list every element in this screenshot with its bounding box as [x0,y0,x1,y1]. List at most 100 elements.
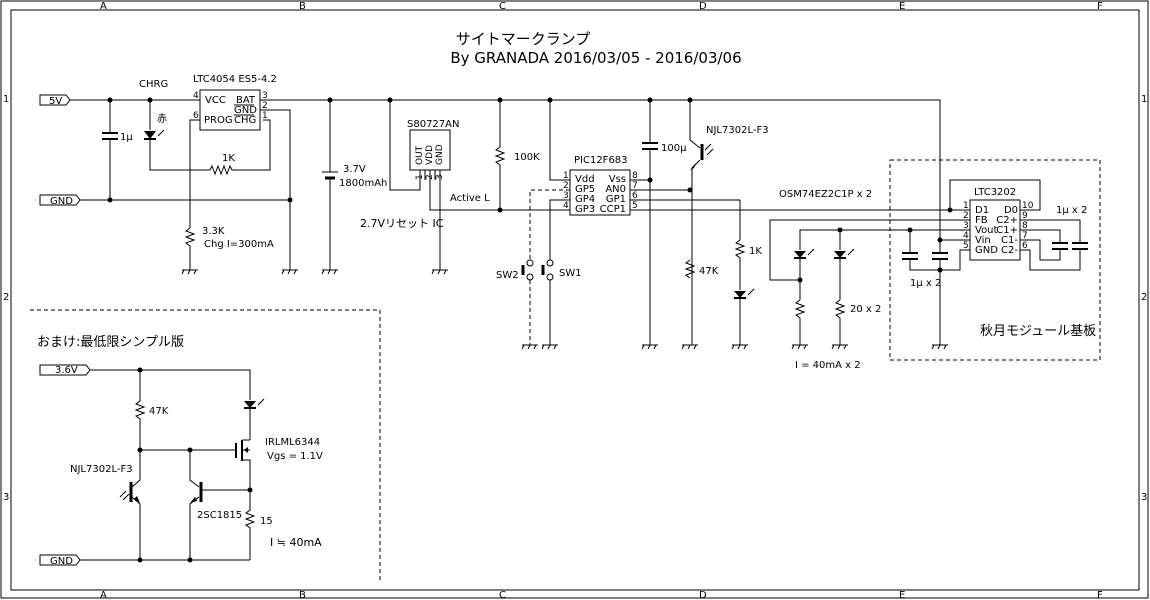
col-label: A [100,590,107,600]
svg-text:GP4: GP4 [575,194,595,205]
wire [260,109,291,270]
wire [90,369,251,400]
svg-text:GND: GND [50,556,73,567]
capacitor-fly2-wire [1020,219,1081,271]
cap-fly-label: 1μ x 2 [1056,205,1087,216]
active-low-label: Active L [450,193,490,204]
svg-text:8: 8 [632,171,638,181]
col-label: F [1097,590,1103,600]
svg-text:VDD: VDD [425,145,435,165]
module-board-outline [889,159,1101,361]
svg-text:LTC3202: LTC3202 [974,187,1016,198]
transistor-2sc1815: 2SC1815 [189,450,250,560]
svg-text:GP5: GP5 [575,184,595,195]
cap-io-label: 1μ x 2 [910,278,941,289]
svg-text:3.3K: 3.3K [202,226,225,237]
svg-text:3: 3 [963,221,969,231]
col-label: B [299,590,306,600]
svg-text:100μ: 100μ [661,143,687,154]
chrg-label: CHRG [139,79,168,90]
led-part-label: OSM74EZ2C1P x 2 [779,189,872,200]
svg-text:BAT: BAT [236,95,256,106]
resistor-led: 1K [190,119,271,176]
svg-text:5: 5 [632,201,638,211]
svg-text:2: 2 [563,181,569,191]
capacitor-fly2 [1072,242,1088,250]
led-output-2 [834,230,855,300]
svg-text:1K: 1K [222,153,235,164]
wire-reset [429,180,565,211]
bonus-current: I ≒ 40mA [270,536,322,549]
resistor-prog: 3.3K Chg I=300mA [184,226,274,270]
svg-text:CCP1: CCP1 [600,204,626,215]
title-line1: サイトマークランプ [456,30,591,48]
svg-text:1: 1 [415,174,425,180]
switch-sw1: SW1 [541,259,582,345]
col-label: D [699,1,707,12]
row-label: 2 [1141,292,1147,303]
svg-text:C1+: C1+ [996,225,1018,236]
svg-text:5V: 5V [49,96,62,107]
mosfet: IRLML6344 Vgs = 1.1V [235,437,323,490]
svg-text:20 x 2: 20 x 2 [850,304,881,315]
capacitor-vout-wire [909,230,970,271]
phototransistor-bonus: NJL7302L-F3 [70,450,141,560]
capacitor-vout [902,252,918,260]
ground-symbols [181,269,948,350]
column-labels: A B C D E F A B C D E F [100,1,1103,600]
ic-ltc4054: LTC4054 ES5-4.2 VCC BAT GND PROG CHG 4 3… [193,74,277,131]
svg-text:2: 2 [425,174,435,180]
led-chrg: 赤 [144,100,190,171]
port-5v: 5V [39,94,71,107]
svg-text:PIC12F683: PIC12F683 [574,155,628,166]
capacitor-vin [932,252,948,260]
svg-text:C2-: C2- [1001,245,1018,256]
resistor-photo: 47K [684,259,719,279]
resistor-sense: 15 [244,490,273,560]
phototransistor: NJL7302L-F3 [689,100,769,345]
svg-text:2: 2 [963,211,969,221]
svg-text:1K: 1K [749,246,762,257]
svg-text:4: 4 [563,201,569,211]
svg-text:PROG: PROG [204,115,233,126]
svg-text:7: 7 [1022,231,1028,241]
col-label: B [299,1,306,12]
svg-text:3: 3 [435,174,445,180]
svg-text:1800mAh: 1800mAh [339,178,387,189]
svg-text:GND: GND [435,144,445,165]
led-output-1 [794,248,815,300]
svg-text:10: 10 [1022,201,1034,211]
wire-vout [799,229,960,250]
svg-text:C1-: C1- [1001,235,1018,246]
svg-text:3: 3 [262,91,268,101]
wire-sw1 [549,199,570,260]
ic-ltc3202: LTC3202 D1 FB Vout Vin GND D0 C2+ C1+ C1… [963,187,1034,261]
svg-text:1μ: 1μ [120,132,133,143]
svg-text:5: 5 [963,241,969,251]
wire-gp1 [630,199,741,240]
svg-text:D0: D0 [1004,205,1018,216]
svg-text:IRLML6344: IRLML6344 [265,437,320,448]
svg-text:GND: GND [975,245,998,256]
svg-text:3.7V: 3.7V [343,164,366,175]
svg-text:D1: D1 [975,205,989,216]
capacitor-fly1-wire [1020,229,1061,261]
svg-text:Vss: Vss [609,174,626,185]
module-label: 秋月モジュール基板 [980,324,1096,339]
svg-text:15: 15 [260,516,273,527]
col-label: F [1097,1,1103,12]
col-label: E [899,590,905,600]
wire [960,219,970,231]
capacitor-fly1 [1052,242,1068,250]
svg-text:S80727AN: S80727AN [407,119,459,130]
led-current-label: I = 40mA x 2 [795,360,861,371]
wire-sw2-dashed [529,189,570,260]
svg-text:SW2: SW2 [496,270,519,281]
svg-text:GP3: GP3 [575,204,595,215]
inner-frame [10,9,1140,591]
svg-text:SW1: SW1 [559,268,582,279]
ic-pic12f683: PIC12F683 Vdd GP5 GP4 GP3 Vss AN0 GP1 CC… [563,155,638,216]
svg-text:4: 4 [193,91,199,101]
svg-text:CHG: CHG [234,115,256,126]
bonus-outline [30,309,381,580]
